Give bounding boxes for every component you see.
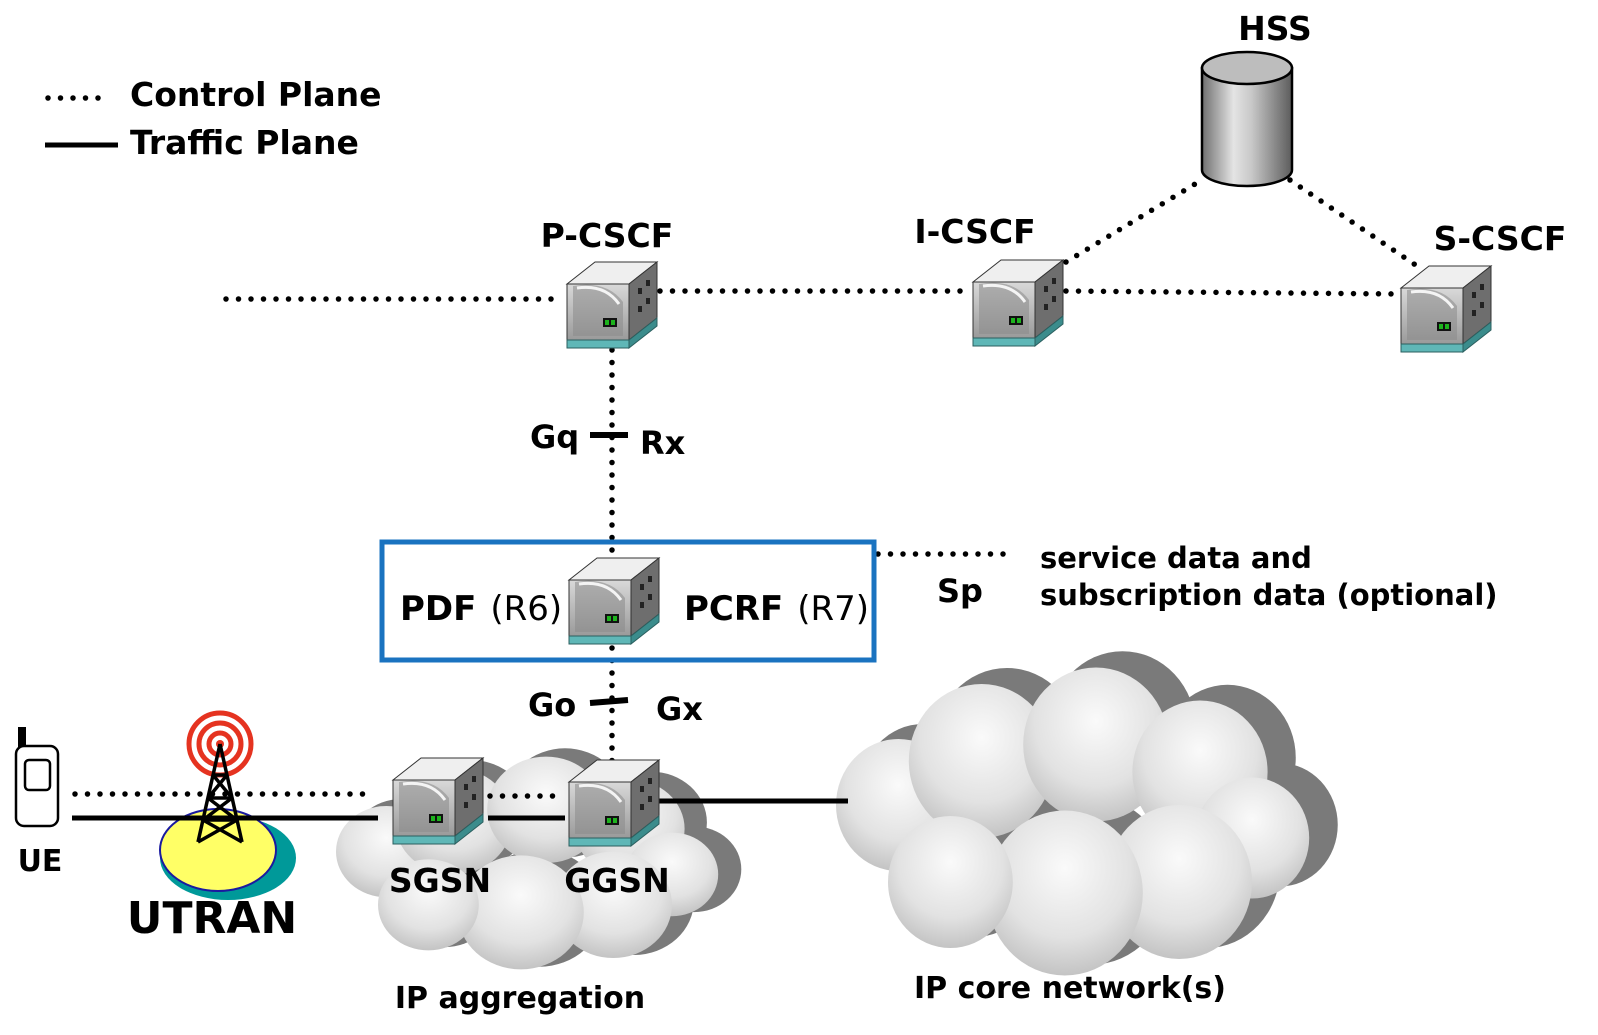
sgsn-label: SGSN: [389, 861, 491, 900]
scscf-label: S-CSCF: [1434, 219, 1567, 258]
pdf-label: PDF (R6): [400, 589, 562, 629]
sgsn-node: SGSN: [389, 756, 491, 900]
policy-function-box: PDF (R6) PCRF (R7): [379, 539, 877, 663]
icscf-label: I-CSCF: [914, 212, 1035, 251]
ip-core-label: IP core network(s): [914, 971, 1226, 1006]
legend-traffic-label: Traffic Plane: [130, 123, 359, 162]
server-icon: [971, 258, 1065, 348]
gx-label: Gx: [656, 690, 703, 728]
ip-aggregation-label: IP aggregation: [395, 981, 645, 1016]
ue-label: UE: [18, 844, 63, 879]
server-icon: [567, 556, 661, 646]
pcscf-label: P-CSCF: [541, 216, 674, 255]
ggsn-node: GGSN: [564, 758, 670, 900]
ip-core-cloud: [836, 651, 1338, 976]
server-icon: [391, 756, 485, 846]
pcrf-release: (R7): [797, 589, 869, 629]
go-gx-interface-mark: [589, 697, 629, 706]
gq-label: Gq: [530, 418, 579, 456]
database-icon: [1200, 50, 1294, 188]
ggsn-label: GGSN: [564, 861, 670, 900]
mobile-phone-icon: [14, 727, 60, 828]
policy-box-border: [379, 539, 877, 663]
icscf-node: I-CSCF: [914, 212, 1065, 348]
legend: Control Plane Traffic Plane: [45, 75, 382, 162]
pcrf-label: PCRF (R7): [684, 589, 869, 629]
legend-control-label: Control Plane: [130, 75, 382, 114]
hss-label: HSS: [1238, 9, 1312, 48]
server-icon: [1399, 264, 1493, 354]
rx-label: Rx: [640, 424, 686, 462]
service-data-note-line2: subscription data (optional): [1040, 578, 1498, 612]
control-links: [72, 175, 1423, 799]
server-icon: [567, 758, 661, 848]
hss-scscf-link: [1287, 177, 1423, 271]
pdf-release: (R6): [490, 589, 562, 629]
server-icon: [565, 260, 659, 350]
utran-cell: [159, 808, 296, 900]
go-label: Go: [528, 686, 576, 724]
icscf-hss-link: [1063, 175, 1208, 265]
hss-database: HSS: [1200, 9, 1312, 188]
icscf-scscf-link: [1063, 288, 1403, 297]
utran-label: UTRAN: [127, 893, 298, 944]
sp-label: Sp: [937, 572, 983, 610]
pdf-name: PDF: [400, 589, 476, 629]
pcrf-name: PCRF: [684, 589, 783, 629]
radio-tower-icon: [186, 710, 254, 844]
pcscf-node: P-CSCF: [541, 216, 674, 350]
scscf-node: S-CSCF: [1399, 219, 1567, 354]
service-data-note-line1: service data and: [1040, 541, 1312, 575]
traffic-links: [72, 798, 848, 821]
